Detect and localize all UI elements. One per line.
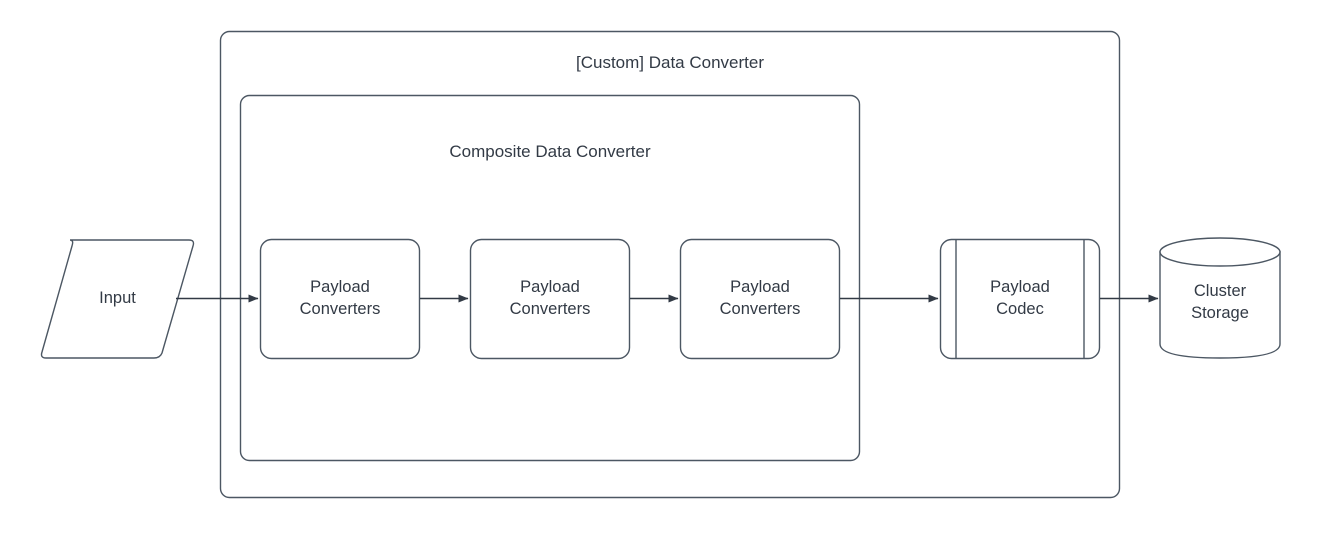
node-cluster-storage-shape[interactable] [1159,237,1281,359]
node-payload-codec-shape[interactable] [939,238,1101,360]
node-payload-converters-1-shape[interactable] [259,238,421,360]
node-payload-converters-3-shape[interactable] [679,238,841,360]
node-input-shape[interactable] [40,239,195,359]
node-payload-converters-2-shape[interactable] [469,238,631,360]
